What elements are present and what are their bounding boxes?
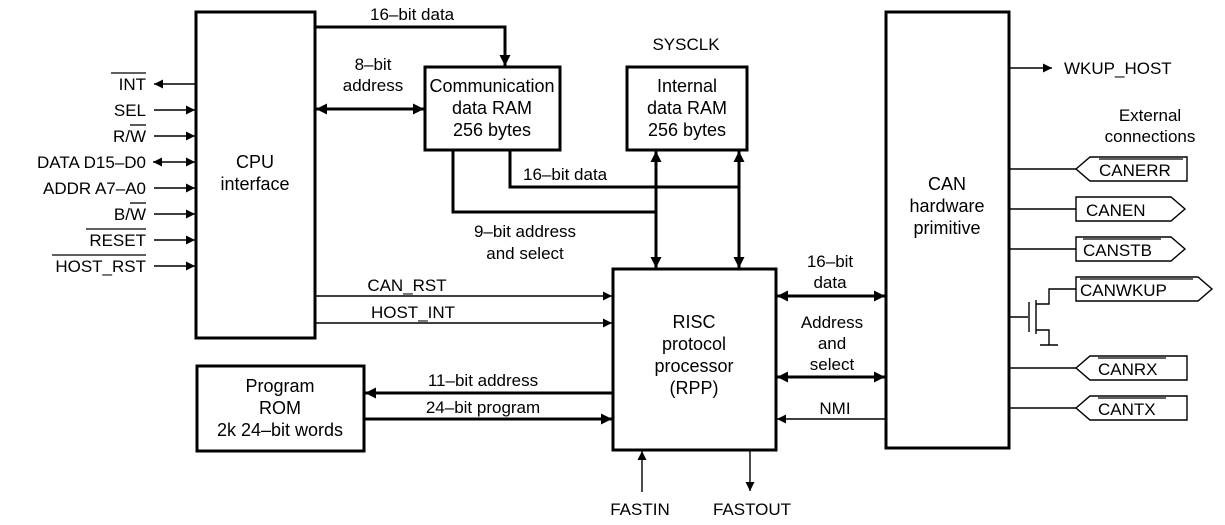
can-rst-label: CAN_RST — [367, 276, 446, 295]
rom-addr-bus: 11–bit address — [365, 371, 612, 399]
cpu-title-2: interface — [220, 174, 289, 194]
data-signal-label: DATA D15–D0 — [37, 153, 146, 172]
rpp-line-2: protocol — [662, 334, 726, 354]
rpp-can-addr-label-1: Address — [801, 313, 863, 332]
cantx-label: CANTX — [1098, 400, 1156, 419]
rom-prog-label: 24–bit program — [426, 398, 540, 417]
ram-addr-bus: 9–bit address and select — [451, 151, 662, 268]
cpu-title-1: CPU — [236, 152, 274, 172]
canwkup-pin: CANWKUP — [1075, 276, 1214, 302]
program-rom-block: Program ROM 2k 24–bit words — [195, 364, 366, 453]
int-signal: INT — [111, 72, 195, 94]
can-rst-line: CAN_RST — [315, 276, 612, 301]
nmi-label: NMI — [819, 399, 850, 418]
can-line-2: hardware — [909, 196, 984, 216]
rpp-can-data-label-1: 16–bit — [807, 252, 854, 271]
bw-signal: B/W — [114, 202, 195, 224]
rom-line-3: 2k 24–bit words — [217, 420, 343, 440]
ram-addr-label-2: and select — [486, 244, 564, 263]
can-primitive-block: CAN hardware primitive — [884, 10, 1011, 450]
host-rst-signal-label: HOST_RST — [55, 257, 146, 276]
canwkup-label: CANWKUP — [1080, 281, 1167, 300]
fastout-line: FASTOUT — [713, 450, 791, 519]
int-signal-label: INT — [119, 75, 146, 94]
rpp-can-data-bus: 16–bit data — [777, 252, 885, 302]
cantx-pin: CANTX — [1010, 395, 1188, 421]
wakeup-transistor — [1010, 288, 1076, 346]
rom-line-2: ROM — [259, 398, 301, 418]
rpp-can-addr-label-2: and — [818, 334, 846, 353]
int-ram-line-3: 256 bytes — [648, 120, 726, 140]
wkup-host-label: WKUP_HOST — [1064, 59, 1172, 78]
cpu-comm-addr-bus: 8–bit address — [316, 55, 424, 115]
canrx-label: CANRX — [1098, 360, 1158, 379]
bw-signal-label: B/W — [114, 205, 146, 224]
fastout-label: FASTOUT — [713, 500, 791, 519]
rom-line-1: Program — [245, 376, 314, 396]
rpp-can-addr-bus: Address and select — [777, 313, 885, 383]
reset-signal: RESET — [86, 228, 195, 250]
ram-addr-label-1: 9–bit address — [474, 222, 576, 241]
ram-data-bus: 16–bit data — [508, 151, 745, 268]
fastin-label: FASTIN — [610, 500, 670, 519]
rw-signal-label: R/W — [113, 127, 146, 146]
cpu-signal-group: INT SEL R/W DATA D15–D0 ADDR A7–A0 B/W R… — [37, 72, 195, 276]
rpp-can-addr-label-3: select — [810, 355, 855, 374]
addr-signal-label: ADDR A7–A0 — [43, 179, 146, 198]
cpu-comm-addr-label-1: 8–bit — [355, 55, 392, 74]
cpu-comm-data-label: 16–bit data — [370, 5, 455, 24]
int-ram-line-1: Internal — [657, 76, 717, 96]
rw-signal: R/W — [113, 124, 195, 146]
canerr-pin: CANERR — [1010, 156, 1188, 182]
host-int-line: HOST_INT — [315, 303, 612, 328]
can-line-1: CAN — [928, 174, 966, 194]
canerr-label: CANERR — [1099, 161, 1171, 180]
cpu-interface-block: CPU interface — [194, 10, 317, 340]
external-connections-label-2: connections — [1105, 127, 1196, 146]
host-rst-signal: HOST_RST — [52, 254, 195, 276]
nmi-line: NMI — [777, 399, 885, 424]
addr-signal: ADDR A7–A0 — [43, 179, 195, 198]
can-line-3: primitive — [913, 218, 980, 238]
sysclk-label: SYSCLK — [652, 35, 720, 54]
comm-ram-line-2: data RAM — [452, 98, 532, 118]
comm-ram-line-1: Communication — [429, 76, 554, 96]
internal-ram-block: Internal data RAM 256 bytes — [625, 65, 749, 152]
canstb-pin: CANSTB — [1010, 236, 1187, 262]
rpp-line-4: (RPP) — [670, 378, 719, 398]
rom-program-bus: 24–bit program — [365, 398, 612, 425]
canstb-label: CANSTB — [1083, 241, 1152, 260]
int-ram-line-2: data RAM — [647, 98, 727, 118]
sel-signal: SEL — [114, 101, 195, 120]
wkup-host-line: WKUP_HOST — [1010, 59, 1172, 78]
rpp-block: RISC protocol processor (RPP) — [611, 267, 778, 452]
reset-signal-label: RESET — [89, 231, 146, 250]
canen-pin: CANEN — [1010, 196, 1187, 222]
external-connections-label-1: External — [1119, 106, 1181, 125]
fastin-line: FASTIN — [610, 451, 670, 519]
sel-signal-label: SEL — [114, 101, 146, 120]
communication-ram-block: Communication data RAM 256 bytes — [423, 65, 562, 152]
rpp-line-1: RISC — [672, 312, 715, 332]
host-int-label: HOST_INT — [371, 303, 455, 322]
cpu-comm-addr-label-2: address — [343, 76, 403, 95]
rpp-line-3: processor — [654, 356, 733, 376]
cpu-comm-data-bus: 16–bit data — [315, 5, 511, 66]
rom-addr-label: 11–bit address — [428, 371, 538, 390]
canen-label: CANEN — [1086, 201, 1146, 220]
canrx-pin: CANRX — [1010, 355, 1188, 381]
ram-data-label: 16–bit data — [523, 165, 608, 184]
comm-ram-line-3: 256 bytes — [453, 120, 531, 140]
rpp-can-data-label-2: data — [813, 273, 847, 292]
data-signal: DATA D15–D0 — [37, 153, 195, 172]
